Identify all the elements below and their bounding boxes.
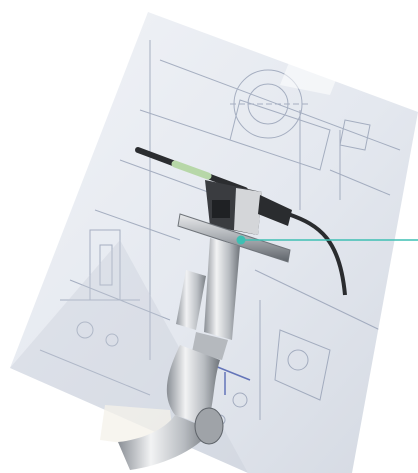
probe-assembly [118, 147, 347, 470]
probe-body [204, 238, 240, 340]
clamp-plate [177, 213, 291, 263]
elbow-joint [166, 345, 220, 425]
stylus-collar [171, 160, 212, 180]
lower-arm [118, 415, 212, 470]
probe-cable [287, 212, 347, 296]
callout [236, 235, 418, 245]
probe-head [205, 180, 292, 235]
